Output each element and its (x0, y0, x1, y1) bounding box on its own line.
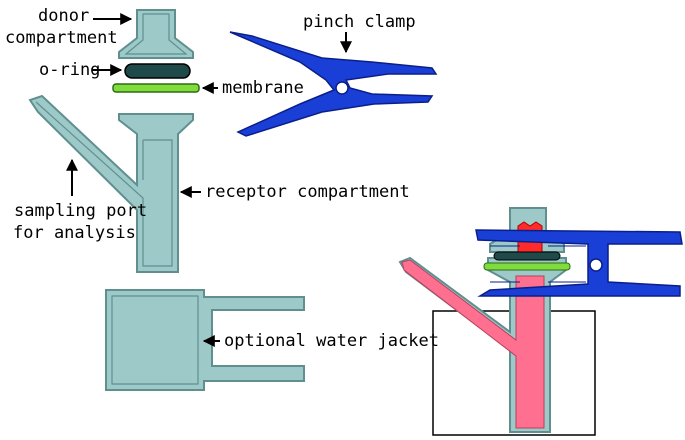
label-o-ring: o-ring (39, 60, 100, 80)
label-donor-line1: donor (38, 6, 89, 26)
donor-glass (118, 9, 194, 59)
assembled-o-ring (493, 251, 561, 261)
label-receptor: receptor compartment (205, 182, 410, 202)
pinch-clamp-body (229, 31, 438, 137)
label-pinch-clamp: pinch clamp (303, 12, 416, 32)
assembled-cell (398, 207, 683, 436)
o-ring (124, 63, 191, 79)
receptor-compartment (28, 94, 194, 273)
assembled-clamp-pivot (589, 258, 603, 272)
donor-compartment (118, 9, 194, 59)
label-membrane: membrane (222, 78, 304, 98)
receptor-glass (28, 94, 194, 273)
receptor-liquid (401, 259, 545, 429)
assembled-membrane (483, 262, 571, 271)
label-donor-line2: compartment (5, 28, 118, 48)
label-sampling-line1: sampling port (14, 201, 147, 221)
label-sampling-line2: for analysis (13, 223, 136, 243)
label-water-jacket: optional water jacket (224, 331, 439, 351)
pinch-clamp (229, 31, 438, 137)
membrane (112, 83, 200, 93)
assembled-pinch-clamp (475, 229, 683, 297)
pinch-clamp-pivot (335, 81, 349, 95)
